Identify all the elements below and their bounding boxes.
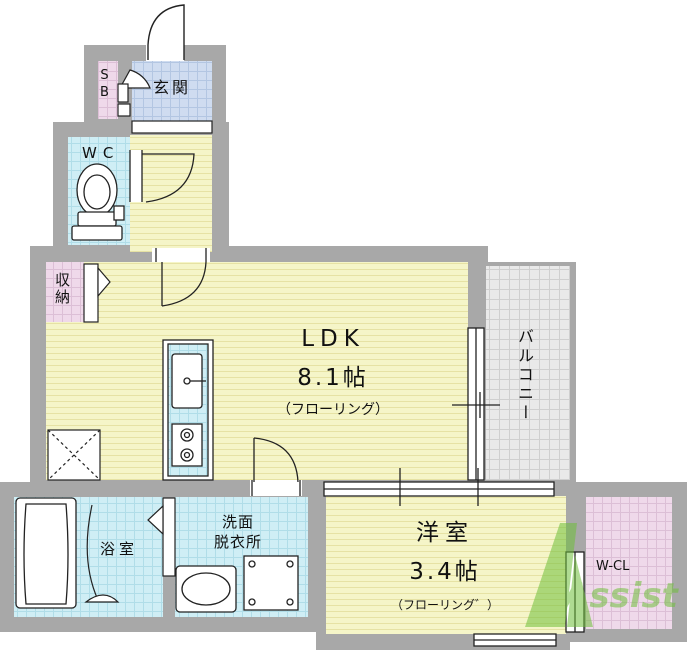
sb-door: [117, 69, 151, 117]
entrance-label: 玄関: [153, 78, 192, 97]
entrance-step: [131, 120, 213, 134]
wcl-label: W-CL: [596, 559, 630, 574]
storage-label: 収納: [53, 272, 71, 306]
wash-basin: [175, 565, 237, 613]
entrance-door: [146, 4, 185, 61]
western-room-window: [323, 468, 555, 506]
wc-door: [129, 150, 195, 203]
washroom-door: [250, 437, 302, 496]
western-room-size-label: 3.4帖: [409, 559, 481, 585]
wcl-floor: [586, 497, 672, 629]
ldk-door: [152, 248, 210, 307]
western-room-name-label: 洋室: [416, 520, 474, 546]
balcony-floor: [486, 266, 570, 480]
ldk-floor: [46, 262, 468, 480]
bathtub: [15, 497, 77, 609]
western-room-floor-label: （フローリング゛）: [390, 598, 500, 612]
storage-door: [83, 263, 111, 323]
balcony-label: バルコニー: [515, 328, 534, 423]
bath-faucet: [84, 504, 120, 603]
washing-machine-space: [243, 555, 299, 611]
bath-label: 浴室: [100, 540, 139, 558]
western-room-bottom-window: [473, 633, 557, 647]
toilet: [71, 163, 125, 241]
kitchen-counter: [162, 339, 214, 481]
sb-label: SB: [97, 68, 112, 102]
ldk-floor-label: （フローリング）: [277, 402, 389, 418]
bath-door: [147, 497, 176, 577]
sb-storage: [98, 61, 118, 119]
balcony-window: [452, 327, 500, 481]
entrance-floor: [132, 61, 212, 121]
wcl-door: [565, 551, 585, 633]
ldk-name-label: LDK: [301, 326, 365, 352]
ldk-size-label: 8.1帖: [297, 365, 369, 391]
refrigerator-space: [47, 429, 101, 481]
wc-label: WC: [82, 144, 120, 162]
washroom-label: 洗面 脱衣所: [213, 513, 263, 552]
